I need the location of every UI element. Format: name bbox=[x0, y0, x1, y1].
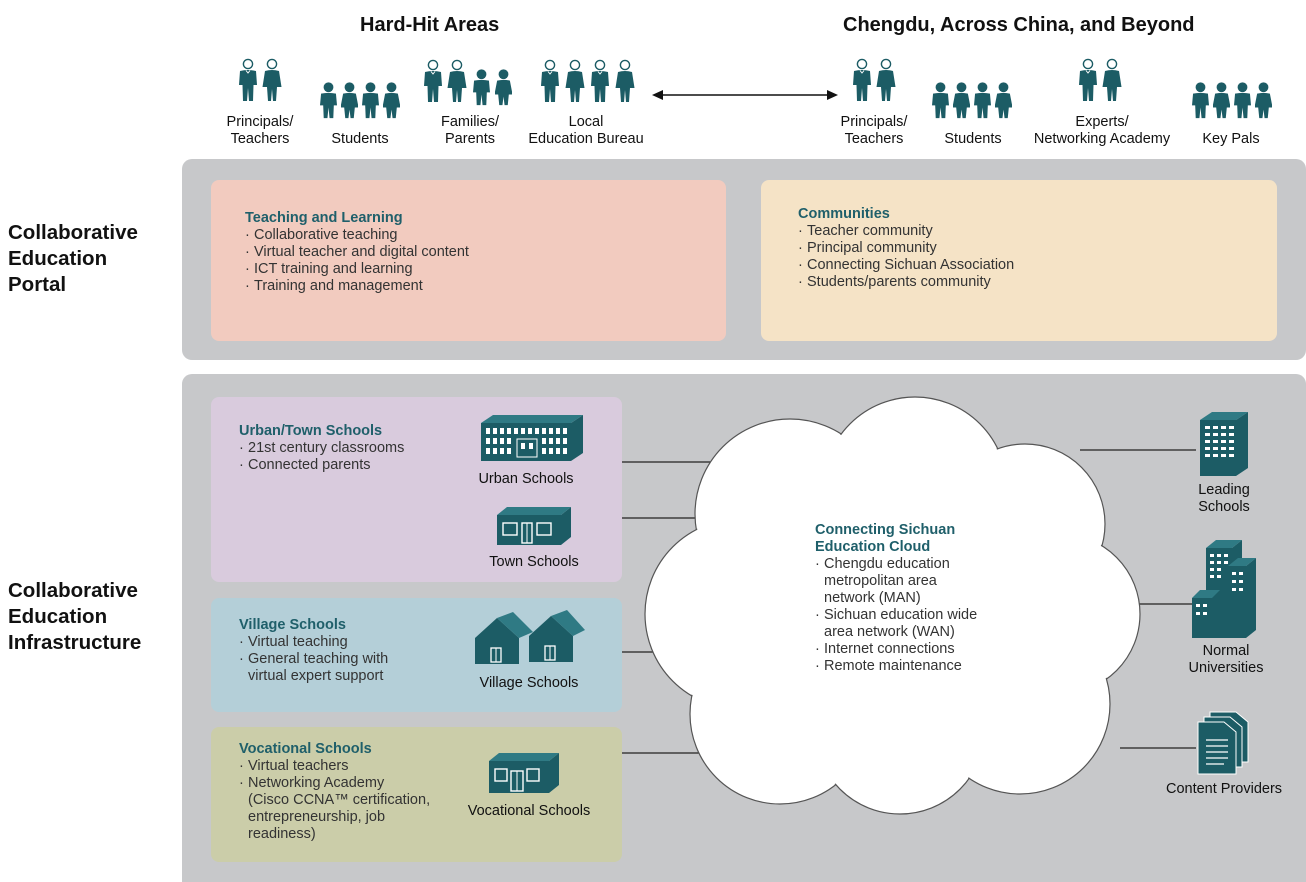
list-item: ·Internet connections bbox=[815, 641, 955, 657]
group-label-principals-right: Principals/Teachers bbox=[840, 114, 908, 147]
list-item: ·Connecting Sichuan Association bbox=[798, 257, 1015, 273]
vocational-title: Vocational Schools bbox=[239, 741, 372, 757]
list-item: ·Sichuan education wide bbox=[815, 607, 978, 623]
teaching-learning-title: Teaching and Learning bbox=[245, 210, 403, 226]
list-item: ·ICT training and learning bbox=[245, 261, 413, 277]
list-item: ·Training and management bbox=[245, 278, 423, 294]
list-item: ·Principal community bbox=[798, 240, 937, 256]
list-item: network (MAN) bbox=[824, 590, 921, 606]
group-label-students-left: Students bbox=[331, 131, 389, 147]
list-item: virtual expert support bbox=[248, 668, 384, 684]
list-item: ·Virtual teachers bbox=[239, 758, 349, 774]
village-school-building-icon bbox=[475, 610, 585, 664]
town-schools-label: Town Schools bbox=[489, 554, 579, 570]
exchange-arrow bbox=[652, 90, 838, 100]
group-label-key-pals: Key Pals bbox=[1202, 131, 1260, 147]
group-label-experts: Experts/Networking Academy bbox=[1033, 114, 1171, 147]
urban-town-title: Urban/Town Schools bbox=[239, 423, 383, 439]
village-schools-label: Village Schools bbox=[479, 675, 579, 691]
content-providers-label: Content Providers bbox=[1165, 781, 1283, 797]
list-item: ·Virtual teacher and digital content bbox=[245, 244, 469, 260]
town-school-building-icon bbox=[497, 507, 571, 545]
list-item: metropolitan area bbox=[824, 573, 937, 589]
list-item: (Cisco CCNA™ certification, bbox=[248, 792, 431, 808]
vocational-school-building-icon bbox=[489, 753, 559, 793]
teaching-learning-card: Teaching and Learning ·Collaborative tea… bbox=[211, 180, 726, 341]
urban-school-building-icon bbox=[481, 415, 583, 461]
group-label-families: Families/Parents bbox=[440, 114, 499, 147]
village-card: Village Schools ·Virtual teaching ·Gener… bbox=[211, 598, 622, 712]
content-providers-icon bbox=[1197, 711, 1249, 775]
list-item: ·21st century classrooms bbox=[239, 440, 405, 456]
village-title: Village Schools bbox=[239, 617, 346, 633]
list-item: ·Teacher community bbox=[798, 223, 933, 239]
list-item: ·Connected parents bbox=[239, 457, 371, 473]
list-item: ·Collaborative teaching bbox=[245, 227, 398, 243]
group-label-students-right: Students bbox=[944, 131, 1002, 147]
group-label-principals-left: Principals/Teachers bbox=[226, 114, 294, 147]
vocational-schools-label: Vocational Schools bbox=[467, 803, 591, 819]
list-item: readiness) bbox=[248, 826, 316, 842]
list-item: ·Virtual teaching bbox=[239, 634, 348, 650]
urban-schools-label: Urban Schools bbox=[478, 471, 574, 487]
education-cloud-shape bbox=[644, 396, 1141, 815]
communities-title: Communities bbox=[798, 206, 890, 222]
leading-schools-icon bbox=[1200, 412, 1248, 476]
list-item: ·General teaching with bbox=[239, 651, 389, 667]
list-item: ·Networking Academy bbox=[239, 775, 385, 791]
communities-card: Communities ·Teacher community ·Principa… bbox=[761, 180, 1277, 341]
list-item: ·Students/parents community bbox=[798, 274, 991, 290]
list-item: entrepreneurship, job bbox=[248, 809, 386, 825]
vocational-card: Vocational Schools ·Virtual teachers ·Ne… bbox=[211, 727, 622, 862]
urban-town-card: Urban/Town Schools ·21st century classro… bbox=[211, 397, 622, 582]
list-item: ·Remote maintenance bbox=[815, 658, 962, 674]
list-item: area network (WAN) bbox=[824, 624, 955, 640]
right-header: Chengdu, Across China, and Beyond bbox=[843, 14, 1195, 36]
list-item: ·Chengdu education bbox=[815, 556, 950, 572]
left-header: Hard-Hit Areas bbox=[360, 14, 500, 36]
normal-universities-icon bbox=[1192, 540, 1256, 638]
